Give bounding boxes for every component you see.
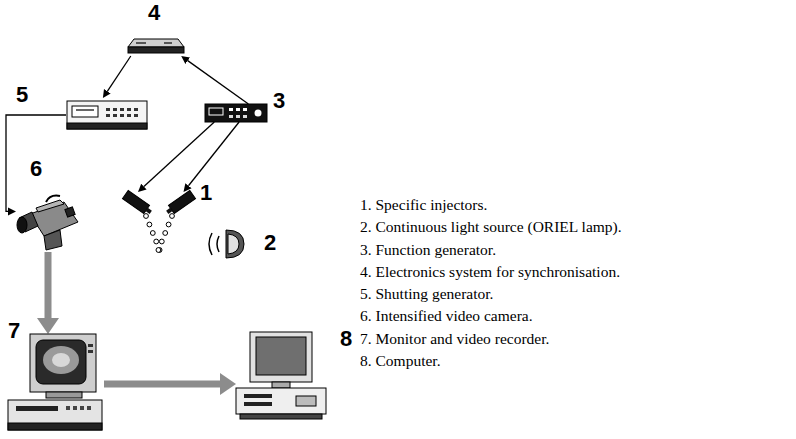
signal-arrow: [144, 122, 214, 187]
legend-item: 6. Intensified video camera.: [360, 305, 622, 327]
legend-item: 3. Function generator.: [360, 239, 622, 261]
device-illustration: [66, 98, 148, 132]
device-node: 3: [205, 104, 267, 122]
legend-item: 1. Specific injectors.: [360, 194, 622, 216]
device-illustration: [205, 104, 267, 122]
callout-number: 5: [16, 84, 28, 106]
callout-number: 3: [273, 90, 285, 112]
callout-number: 2: [264, 232, 276, 254]
device-node: 7: [6, 334, 104, 434]
flow-arrow: [104, 380, 220, 387]
device-illustration: [6, 334, 104, 434]
device-illustration: [128, 36, 184, 56]
device-illustration: [202, 228, 244, 260]
callout-number: 6: [30, 158, 42, 180]
device-node: 8: [236, 332, 326, 420]
callout-number: 8: [340, 328, 352, 350]
signal-arrow: [188, 61, 249, 104]
signal-arrow: [188, 122, 239, 186]
device-illustration: [16, 194, 80, 252]
legend-list: 1. Specific injectors.2. Continuous ligh…: [360, 194, 622, 372]
device-node: 4: [128, 36, 184, 56]
device-node: 1: [124, 192, 194, 258]
legend-item: 4. Electronics system for synchronisatio…: [360, 261, 622, 283]
signal-arrow: [6, 115, 66, 211]
device-illustration: [124, 192, 194, 258]
legend-item: 2. Continuous light source (ORIEL lamp).: [360, 216, 622, 238]
device-node: 6: [16, 194, 80, 252]
device-node: 5: [66, 98, 148, 132]
legend-item: 7. Monitor and video recorder.: [360, 328, 622, 350]
signal-arrow: [107, 56, 130, 91]
callout-number: 1: [200, 182, 212, 204]
legend-item: 8. Computer.: [360, 350, 622, 372]
flow-arrow: [45, 252, 52, 318]
legend-item: 5. Shutting generator.: [360, 283, 622, 305]
callout-number: 4: [148, 2, 160, 24]
device-illustration: [236, 332, 326, 420]
device-node: 2: [202, 228, 244, 260]
callout-number: 7: [8, 320, 20, 342]
